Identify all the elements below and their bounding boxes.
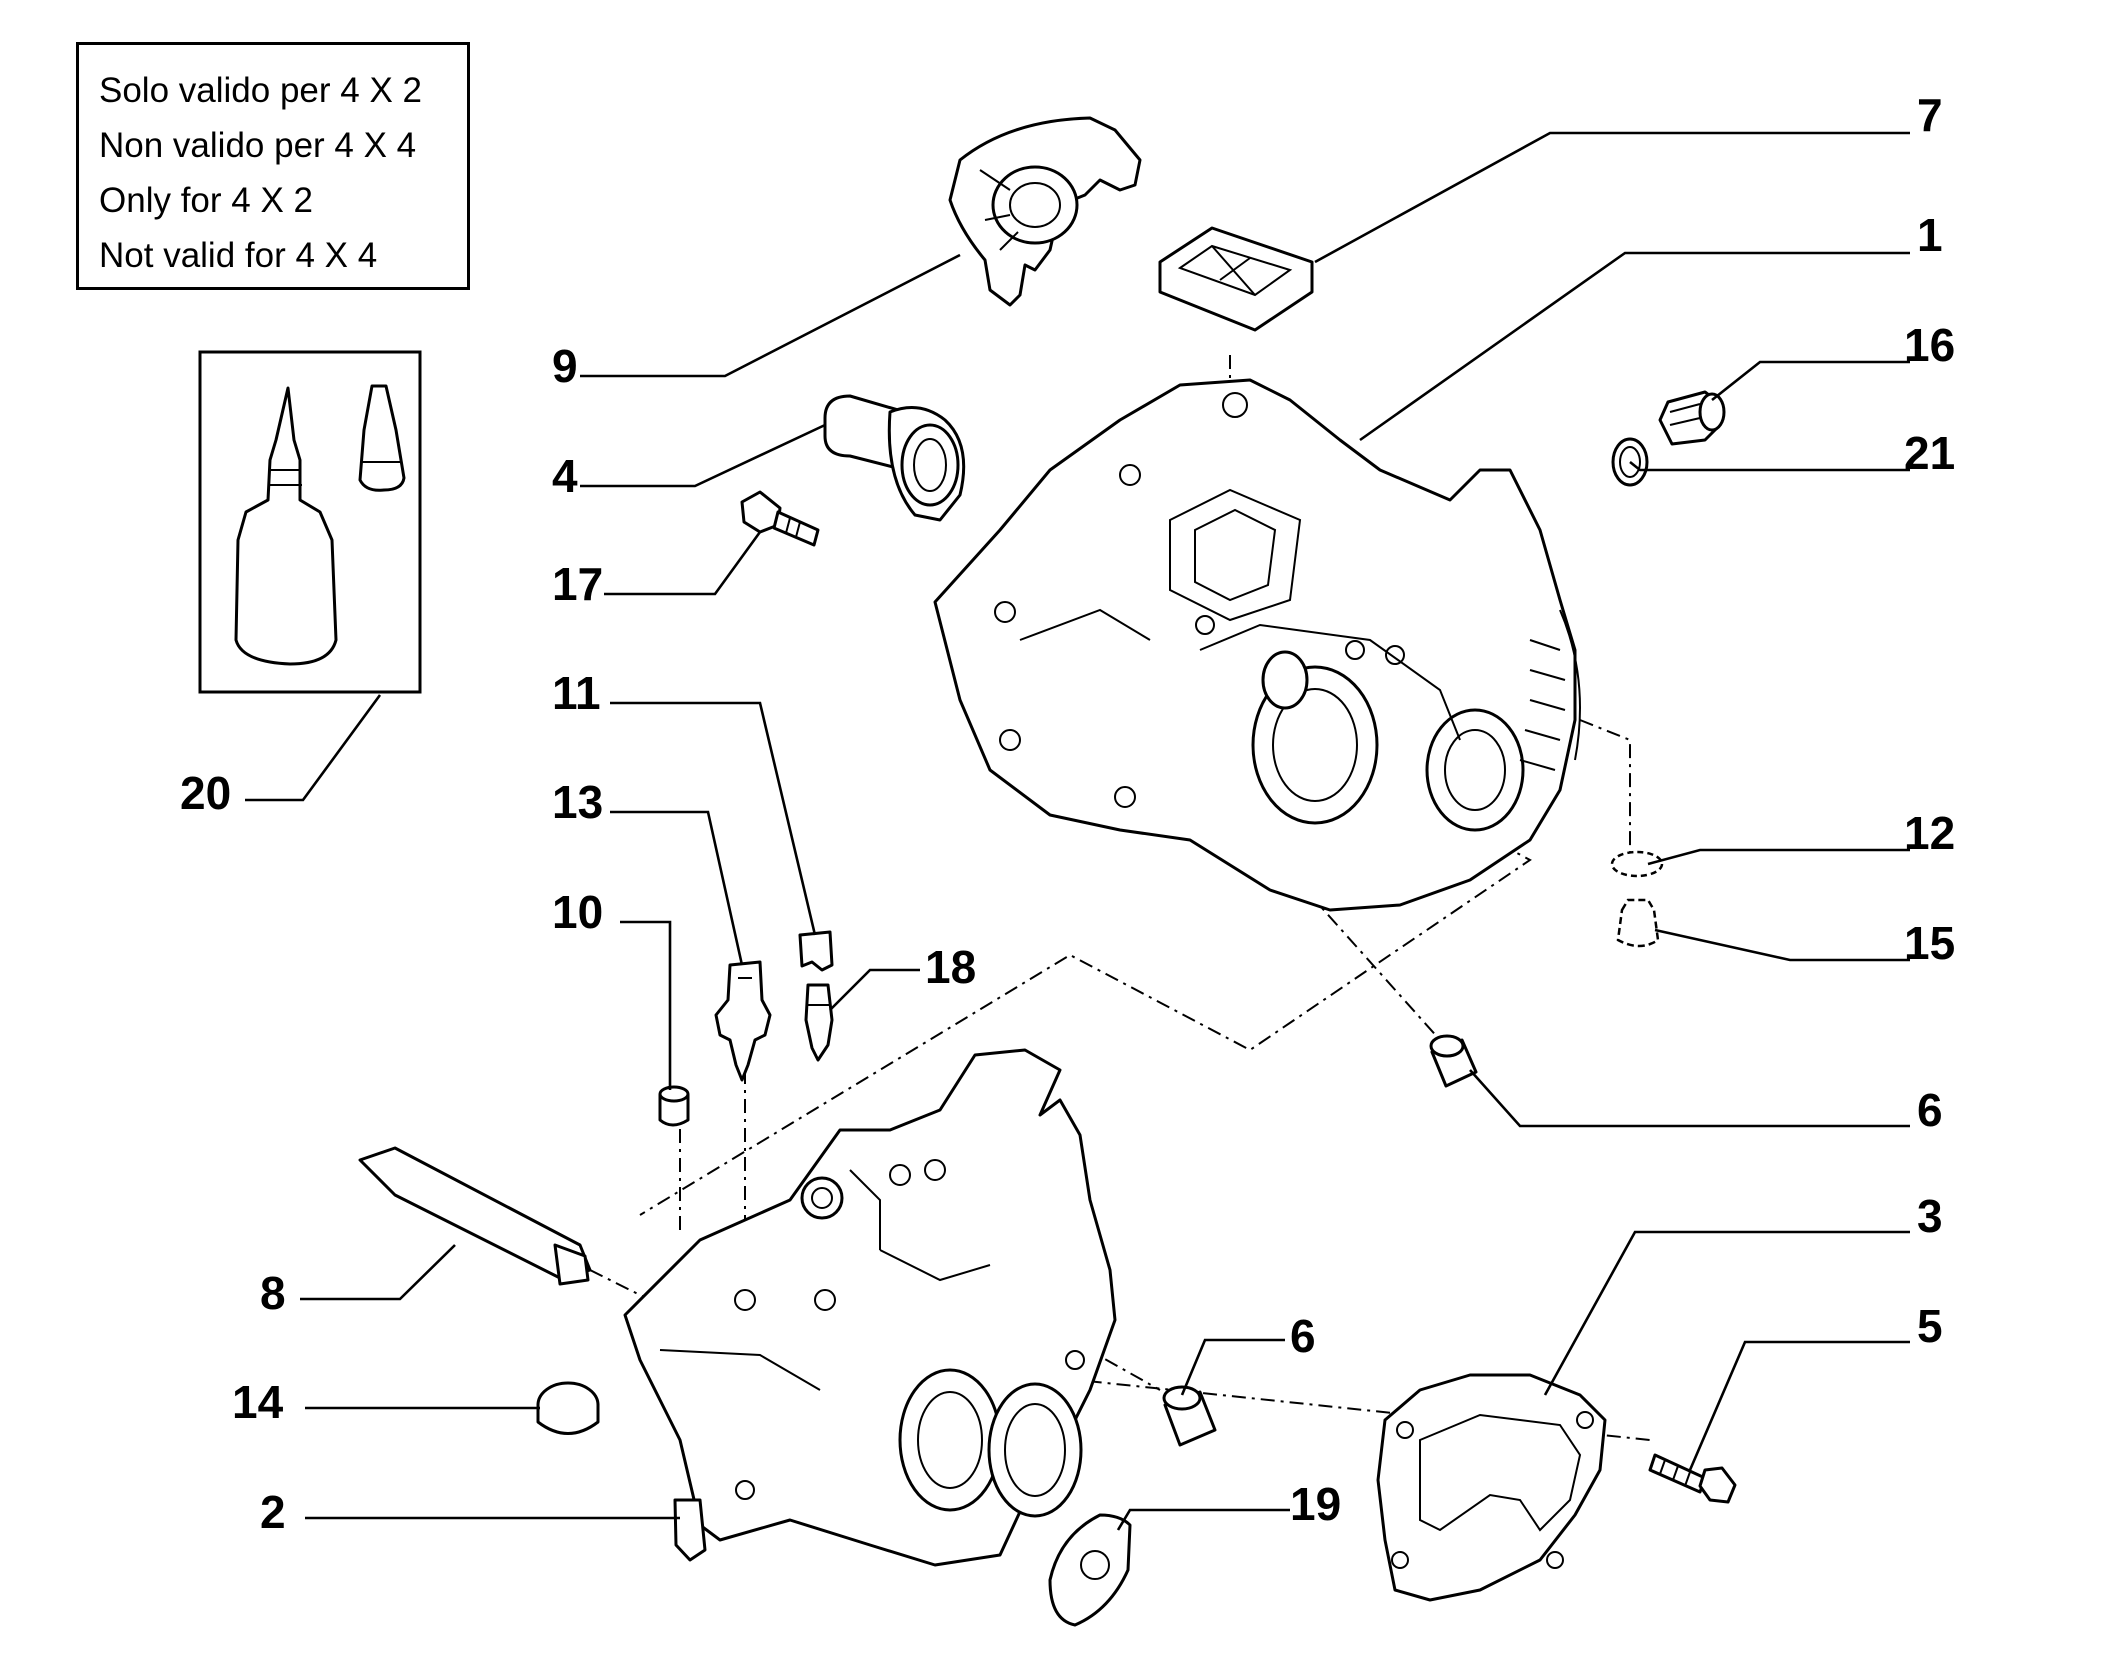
callout-6-lower: 6 (1290, 1310, 1316, 1362)
callout-6-upper: 6 (1917, 1084, 1943, 1136)
callout-12: 12 (1904, 807, 1955, 859)
callout-10: 10 (552, 886, 603, 938)
callout-4: 4 (552, 450, 578, 502)
callout-8: 8 (260, 1267, 286, 1319)
note-line-1: Solo valido per 4 X 2 (99, 71, 422, 110)
callout-5: 5 (1917, 1300, 1943, 1352)
gearbox-housing-front (933, 378, 1581, 912)
bearing-guard (948, 116, 1142, 307)
callout-14: 14 (232, 1376, 284, 1428)
callout-11: 11 (552, 667, 601, 719)
cover-plate-19 (1048, 1513, 1132, 1627)
ring-12 (1610, 850, 1664, 878)
bolt-5 (1648, 1453, 1737, 1504)
drain-plug-16 (1658, 390, 1726, 446)
callout-17: 17 (552, 558, 603, 610)
callout-16: 16 (1904, 319, 1955, 371)
cap-11 (798, 930, 834, 972)
callout-2: 2 (260, 1486, 286, 1538)
callout-13: 13 (552, 776, 603, 828)
gearbox-housing-rear (623, 1048, 1117, 1567)
note-line-3: Only for 4 X 2 (99, 181, 313, 220)
note-line-2: Non valido per 4 X 4 (99, 126, 417, 165)
callout-3: 3 (1917, 1190, 1943, 1242)
sensor-13 (714, 960, 772, 1082)
housing-cover-3 (1376, 1373, 1607, 1602)
note-line-4: Not valid for 4 X 4 (99, 236, 378, 275)
bushing-10 (658, 1085, 690, 1127)
plug-15 (1616, 898, 1660, 948)
callout-18: 18 (925, 941, 976, 993)
callout-21: 21 (1904, 427, 1955, 479)
bushing-6-upper (1429, 1034, 1478, 1088)
callout-9: 9 (552, 340, 578, 392)
leader-lines (245, 131, 1910, 1531)
sensor-18 (804, 983, 834, 1062)
oil-deflector-8 (358, 1146, 592, 1286)
bushing-6-lower (1162, 1385, 1217, 1447)
callout-19: 19 (1290, 1478, 1341, 1530)
callout-20: 20 (180, 767, 231, 819)
applicability-note: Solo valido per 4 X 2 Non valido per 4 X… (76, 42, 470, 290)
guide-sleeve (823, 394, 966, 522)
callout-labels: 7 1 16 21 12 15 14 6 3 5 9 4 17 11 13 10… (180, 89, 1955, 1538)
callout-7: 7 (1917, 89, 1943, 141)
sealant-bottle-kit (198, 350, 422, 694)
filter-pad (1158, 226, 1314, 332)
cap-14 (536, 1381, 600, 1435)
bolt-17 (740, 490, 820, 547)
callout-1: 1 (1917, 209, 1943, 261)
